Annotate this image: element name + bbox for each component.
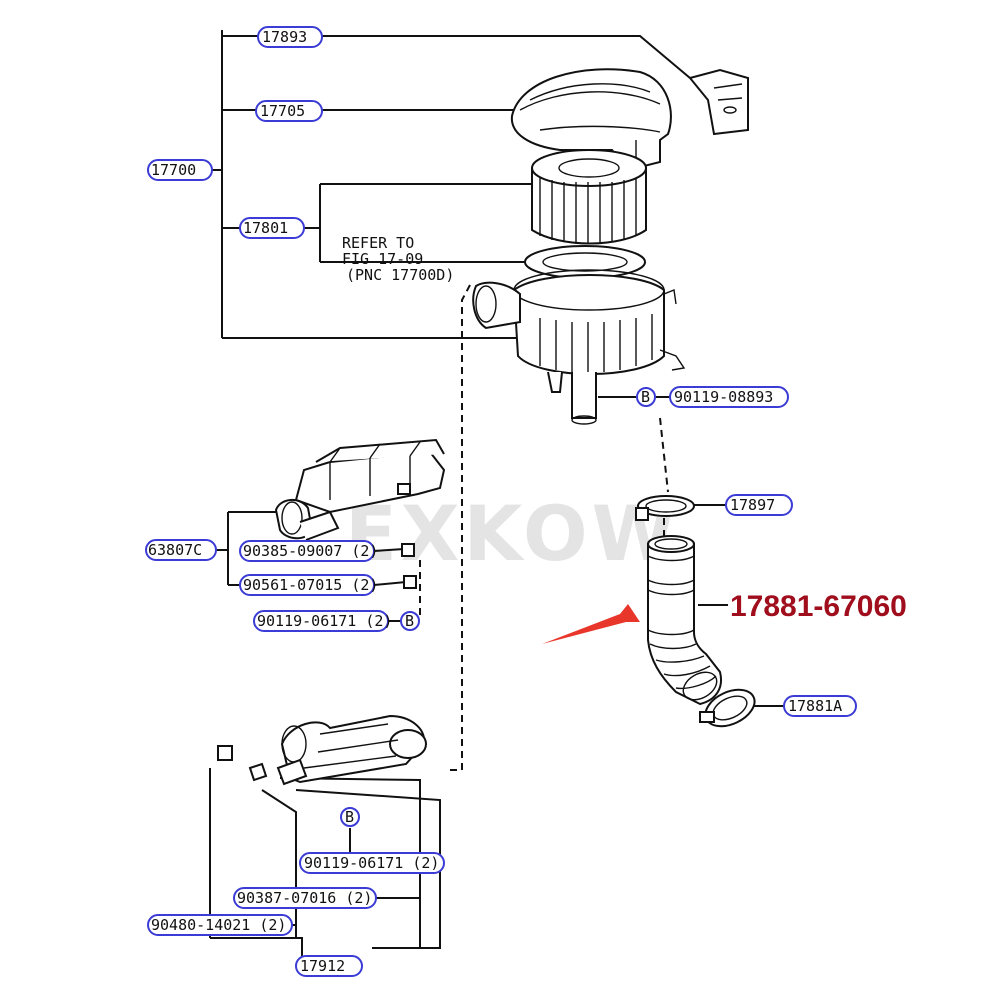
label-17881a[interactable]: 17881A [783, 695, 857, 717]
label-17801[interactable]: 17801 [239, 217, 305, 239]
svg-text:B: B [405, 612, 414, 630]
label-63807c[interactable]: 63807C [145, 539, 217, 561]
svg-text:17801: 17801 [243, 219, 288, 237]
highlight-arrow [542, 604, 640, 644]
svg-text:90119-08893: 90119-08893 [674, 388, 773, 406]
svg-text:90385-09007 (2): 90385-09007 (2) [243, 542, 378, 560]
svg-text:(PNC 17700D): (PNC 17700D) [346, 266, 454, 284]
callout-b-lower: B [340, 807, 360, 827]
svg-text:17881A: 17881A [788, 697, 842, 715]
label-90480-14021[interactable]: 90480-14021 (2) [147, 914, 293, 936]
label-17897[interactable]: 17897 [725, 494, 793, 516]
svg-text:REFER TO: REFER TO [342, 234, 414, 252]
svg-text:17700: 17700 [151, 161, 196, 179]
svg-text:17897: 17897 [730, 496, 775, 514]
label-17893[interactable]: 17893 [257, 26, 323, 48]
label-17700[interactable]: 17700 [147, 159, 213, 181]
highlight-part-number: 17881-67060 [730, 590, 907, 623]
svg-text:90119-06171 (2): 90119-06171 (2) [304, 854, 439, 872]
svg-text:63807C: 63807C [148, 541, 202, 559]
part-17801-filter [524, 149, 647, 279]
label-90561-07015[interactable]: 90561-07015 (2) [239, 574, 378, 596]
callout-b-middle: B [400, 611, 420, 631]
watermark: EXKOW [345, 489, 679, 578]
label-17912[interactable]: 17912 [295, 955, 363, 977]
svg-text:90387-07016 (2): 90387-07016 (2) [237, 889, 372, 907]
svg-text:B: B [345, 808, 354, 826]
part-17881-67060-hose [647, 535, 722, 706]
part-17881a-clamp [699, 688, 756, 728]
callout-b-top: B [636, 387, 656, 407]
svg-text:17893: 17893 [262, 28, 307, 46]
part-63807c-duct [274, 438, 446, 589]
refer-note: REFER TO FIG 17-09 (PNC 17700D) [342, 234, 454, 284]
label-90119-08893[interactable]: 90119-08893 [669, 386, 789, 408]
part-17912-duct [217, 714, 427, 786]
label-90387-07016[interactable]: 90387-07016 (2) [233, 887, 377, 909]
label-90385-09007[interactable]: 90385-09007 (2) [239, 540, 378, 562]
label-17705[interactable]: 17705 [255, 100, 323, 122]
svg-text:FIG 17-09: FIG 17-09 [342, 250, 423, 268]
part-air-cleaner-case [472, 269, 686, 425]
svg-text:B: B [641, 388, 650, 406]
svg-text:90561-07015 (2): 90561-07015 (2) [243, 576, 378, 594]
label-90119-06171-upper[interactable]: 90119-06171 (2) [253, 610, 392, 632]
svg-text:17912: 17912 [300, 957, 345, 975]
svg-text:90480-14021 (2): 90480-14021 (2) [151, 916, 286, 934]
part-17897-clamp [635, 495, 695, 521]
svg-text:90119-06171 (2): 90119-06171 (2) [257, 612, 392, 630]
label-90119-06171-lower[interactable]: 90119-06171 (2) [299, 852, 445, 874]
svg-text:17705: 17705 [260, 102, 305, 120]
part-17893-bracket [688, 68, 749, 136]
